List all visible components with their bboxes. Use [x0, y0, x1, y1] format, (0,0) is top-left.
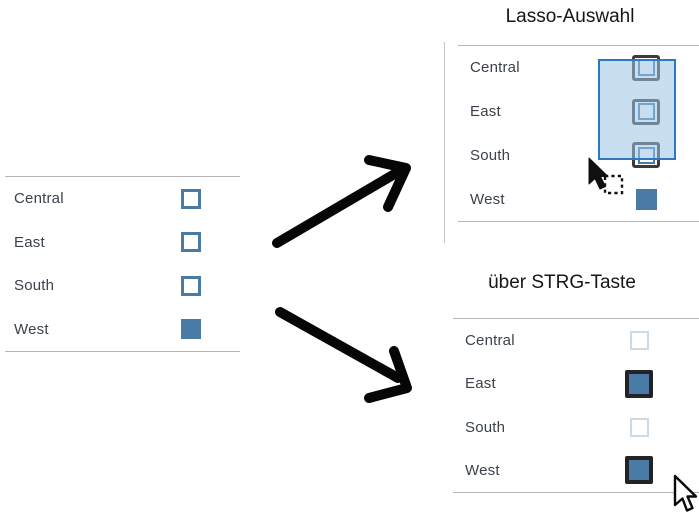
pointer-cursor-icon: [673, 474, 698, 512]
ctrl-label-south: South: [465, 418, 506, 436]
ctrl-row-central[interactable]: Central: [453, 319, 699, 362]
ctrl-row-east[interactable]: East: [453, 362, 699, 405]
checkbox-central-faded[interactable]: [630, 331, 649, 351]
filter-row-west[interactable]: West: [5, 308, 240, 352]
lasso-row-west[interactable]: West: [458, 177, 699, 221]
filter-label-east: East: [14, 233, 45, 251]
filter-label-west: West: [14, 320, 49, 338]
filter-row-east[interactable]: East: [5, 221, 240, 265]
arrow-down-right-icon: [275, 307, 412, 403]
ctrl-label-west: West: [465, 461, 500, 479]
arrow-up-right-icon: [272, 155, 411, 248]
filter-list-original: Central East South West: [5, 176, 240, 352]
lasso-label-south: South: [470, 146, 511, 164]
checkbox-east-selected[interactable]: [625, 369, 653, 398]
checkbox-south[interactable]: [181, 275, 201, 296]
lasso-label-west: West: [470, 190, 505, 208]
checkbox-west-selected[interactable]: [625, 456, 653, 485]
filter-list-ctrl: Central East South West: [453, 318, 699, 493]
filter-label-south: South: [14, 277, 55, 295]
lasso-label-east: East: [470, 103, 501, 121]
lasso-panel-left-border: [444, 42, 445, 243]
lasso-selection-rect: [598, 59, 676, 160]
lasso-panel-title: Lasso-Auswahl: [505, 6, 635, 27]
ctrl-label-central: Central: [465, 332, 515, 350]
checkbox-central[interactable]: [181, 188, 201, 209]
ctrl-row-west[interactable]: West: [453, 449, 699, 492]
lasso-cursor-icon: [588, 157, 624, 195]
lasso-label-central: Central: [470, 59, 520, 77]
ctrl-panel-title: über STRG-Taste: [488, 272, 636, 293]
checkbox-west-checked[interactable]: [181, 319, 201, 340]
checkbox-west-lasso-checked[interactable]: [636, 188, 657, 210]
filter-label-central: Central: [14, 190, 64, 208]
ctrl-label-east: East: [465, 375, 496, 393]
ctrl-row-south[interactable]: South: [453, 406, 699, 449]
filter-row-central[interactable]: Central: [5, 177, 240, 221]
checkbox-south-faded[interactable]: [630, 417, 649, 437]
checkbox-east[interactable]: [181, 232, 201, 253]
filter-row-south[interactable]: South: [5, 264, 240, 308]
